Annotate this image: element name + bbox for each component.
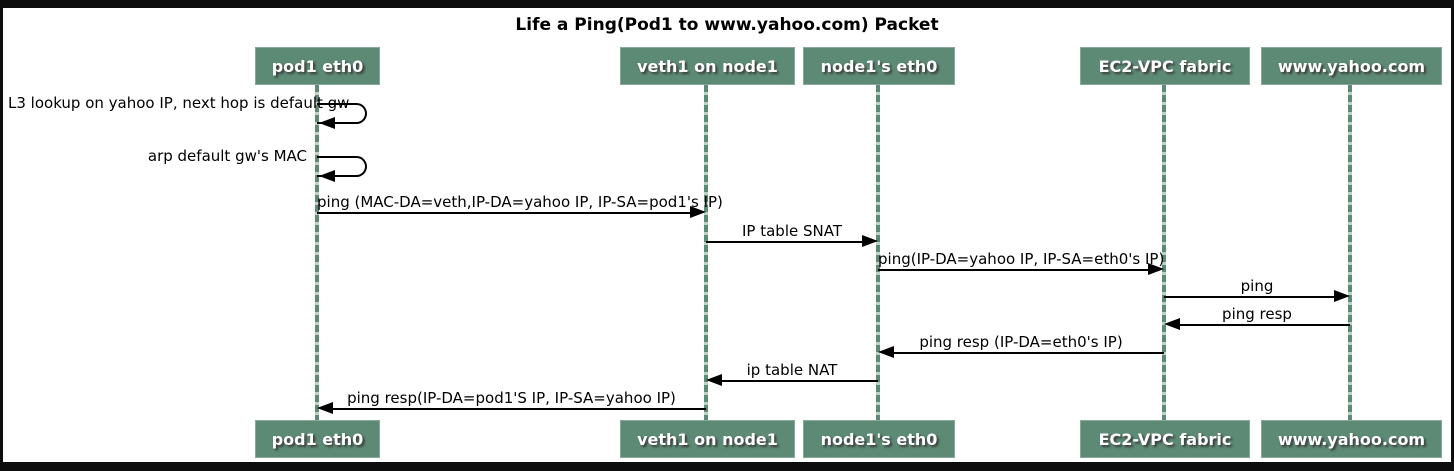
message-line <box>333 408 706 410</box>
message-label: ip table NAT <box>746 361 838 379</box>
self-message-arrowhead-icon <box>319 170 335 182</box>
actor-bottom-ec2-vpc-fabric: EC2-VPC fabric <box>1080 420 1250 458</box>
message-label: ping resp (IP-DA=eth0's IP) <box>919 333 1123 351</box>
message-label: ping resp <box>1222 305 1292 323</box>
lifeline-www-yahoo-com <box>1348 85 1352 420</box>
message-line <box>1180 324 1350 326</box>
lifeline-veth1-on-node1 <box>704 85 708 420</box>
message-arrowhead-icon <box>862 235 878 247</box>
actor-bottom-node1s-eth0: node1's eth0 <box>803 420 955 458</box>
lifeline-pod1-eth0 <box>315 85 319 420</box>
self-message-loop <box>317 103 367 124</box>
message-arrowhead-icon <box>878 346 894 358</box>
message-line <box>722 380 878 382</box>
diagram-title: Life a Ping(Pod1 to www.yahoo.com) Packe… <box>515 15 939 35</box>
actor-top-node1s-eth0: node1's eth0 <box>803 47 955 85</box>
message-label: IP table SNAT <box>742 222 842 240</box>
message-arrowhead-icon <box>317 402 333 414</box>
message-arrowhead-icon <box>1148 263 1164 275</box>
self-message-loop <box>317 156 367 177</box>
message-line <box>706 241 862 243</box>
message-line <box>894 352 1164 354</box>
message-line <box>878 269 1148 271</box>
actor-top-pod1-eth0: pod1 eth0 <box>255 47 380 85</box>
message-arrowhead-icon <box>706 374 722 386</box>
actor-top-veth1-on-node1: veth1 on node1 <box>620 47 795 85</box>
message-label: ping resp(IP-DA=pod1'S IP, IP-SA=yahoo I… <box>347 389 676 407</box>
message-arrowhead-icon <box>690 206 706 218</box>
actor-top-ec2-vpc-fabric: EC2-VPC fabric <box>1080 47 1250 85</box>
message-line <box>317 212 690 214</box>
self-message-label: arp default gw's MAC <box>147 147 307 165</box>
message-arrowhead-icon <box>1334 290 1350 302</box>
actor-top-www-yahoo-com: www.yahoo.com <box>1261 47 1442 85</box>
lifeline-ec2-vpc-fabric <box>1162 85 1166 420</box>
actor-bottom-veth1-on-node1: veth1 on node1 <box>620 420 795 458</box>
message-label: ping (MAC-DA=veth,IP-DA=yahoo IP, IP-SA=… <box>317 193 723 211</box>
actor-bottom-pod1-eth0: pod1 eth0 <box>255 420 380 458</box>
self-message-label: L3 lookup on yahoo IP, next hop is defau… <box>8 94 350 112</box>
lifeline-node1s-eth0 <box>876 85 880 420</box>
message-label: ping(IP-DA=yahoo IP, IP-SA=eth0's IP) <box>878 250 1165 268</box>
actor-bottom-www-yahoo-com: www.yahoo.com <box>1261 420 1442 458</box>
message-arrowhead-icon <box>1164 318 1180 330</box>
message-label: ping <box>1240 277 1274 295</box>
message-line <box>1164 296 1334 298</box>
self-message-arrowhead-icon <box>319 117 335 129</box>
